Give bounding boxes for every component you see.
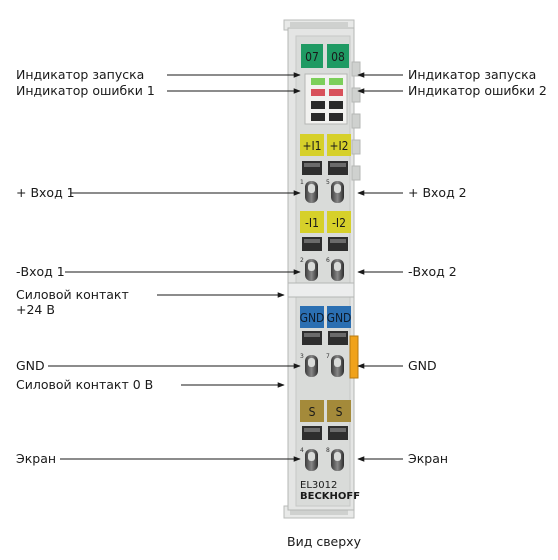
plus-input-badge-1 (300, 134, 324, 156)
left-label-run-indicator: Индикатор запуска (16, 67, 144, 82)
left-annotations: Индикатор запуска Индикатор ошибки 1 + В… (16, 67, 301, 466)
terminal-5 (331, 181, 344, 203)
terminal-4 (305, 449, 318, 471)
left-label-power-contact-0v: Силовой контакт 0 В (16, 377, 153, 392)
run-led-1 (311, 78, 325, 85)
left-label-power-contact: Силовой контакт (16, 287, 129, 302)
terminal-1 (305, 181, 318, 203)
view-caption: Вид сверху (287, 534, 362, 549)
power-contact-0v (349, 335, 359, 379)
left-label-shield: Экран (16, 451, 56, 466)
minus-input-badge-2 (327, 211, 351, 233)
terminal-module: 07 08 +I1 +I2 -I1 -I2 GND GND S (283, 19, 361, 519)
plus-input-label-2: +I2 (329, 139, 348, 153)
shield-badge-2 (327, 400, 351, 422)
terminal-number-3: 3 (300, 353, 304, 360)
right-annotations: Индикатор запуска Индикатор ошибки 2 + В… (357, 67, 547, 466)
right-label-run-indicator: Индикатор запуска (408, 67, 536, 82)
terminal-number-7: 7 (326, 353, 330, 360)
left-label-gnd: GND (16, 358, 45, 373)
plus-input-badge-2 (327, 134, 351, 156)
error-led-1 (311, 89, 325, 96)
terminal-number-6: 6 (326, 257, 330, 264)
terminal-6 (331, 259, 344, 281)
channel-label-08: 08 (331, 50, 345, 64)
terminal-2 (305, 259, 318, 281)
plus-input-label-1: +I1 (302, 139, 321, 153)
run-led-2 (329, 78, 343, 85)
terminal-number-2: 2 (300, 257, 304, 264)
right-label-input-2-plus: + Вход 2 (408, 185, 467, 200)
left-label-error-indicator-1: Индикатор ошибки 1 (16, 83, 155, 98)
terminal-3 (305, 355, 318, 377)
left-label-input-1-plus: + Вход 1 (16, 185, 75, 200)
channel-header-left (301, 44, 323, 68)
terminal-number-5: 5 (326, 179, 330, 186)
channel-header-right (327, 44, 349, 68)
gnd-badge-1 (300, 306, 324, 328)
right-label-input-2-minus: -Вход 2 (408, 264, 457, 279)
gnd-badge-2 (327, 306, 351, 328)
minus-input-label-2: -I2 (332, 216, 346, 230)
terminal-number-8: 8 (326, 447, 330, 454)
model-label: EL3012 (300, 480, 337, 491)
shield-label-2: S (336, 405, 343, 419)
terminal-7 (331, 355, 344, 377)
terminal-8 (331, 449, 344, 471)
right-label-error-indicator-2: Индикатор ошибки 2 (408, 83, 547, 98)
right-label-shield: Экран (408, 451, 448, 466)
channel-label-07: 07 (305, 50, 319, 64)
terminal-number-4: 4 (300, 447, 304, 454)
gnd-label-2: GND (327, 311, 352, 325)
brand-logo: BECKHOFF (300, 491, 360, 502)
gnd-label-1: GND (300, 311, 325, 325)
shield-badge-1 (300, 400, 324, 422)
error-led-2 (329, 89, 343, 96)
left-label-power-contact-24v: +24 В (16, 302, 55, 317)
minus-input-label-1: -I1 (305, 216, 319, 230)
terminal-number-1: 1 (300, 179, 304, 186)
shield-label-1: S (309, 405, 316, 419)
minus-input-badge-1 (300, 211, 324, 233)
left-label-input-1-minus: -Вход 1 (16, 264, 65, 279)
right-label-gnd: GND (408, 358, 437, 373)
